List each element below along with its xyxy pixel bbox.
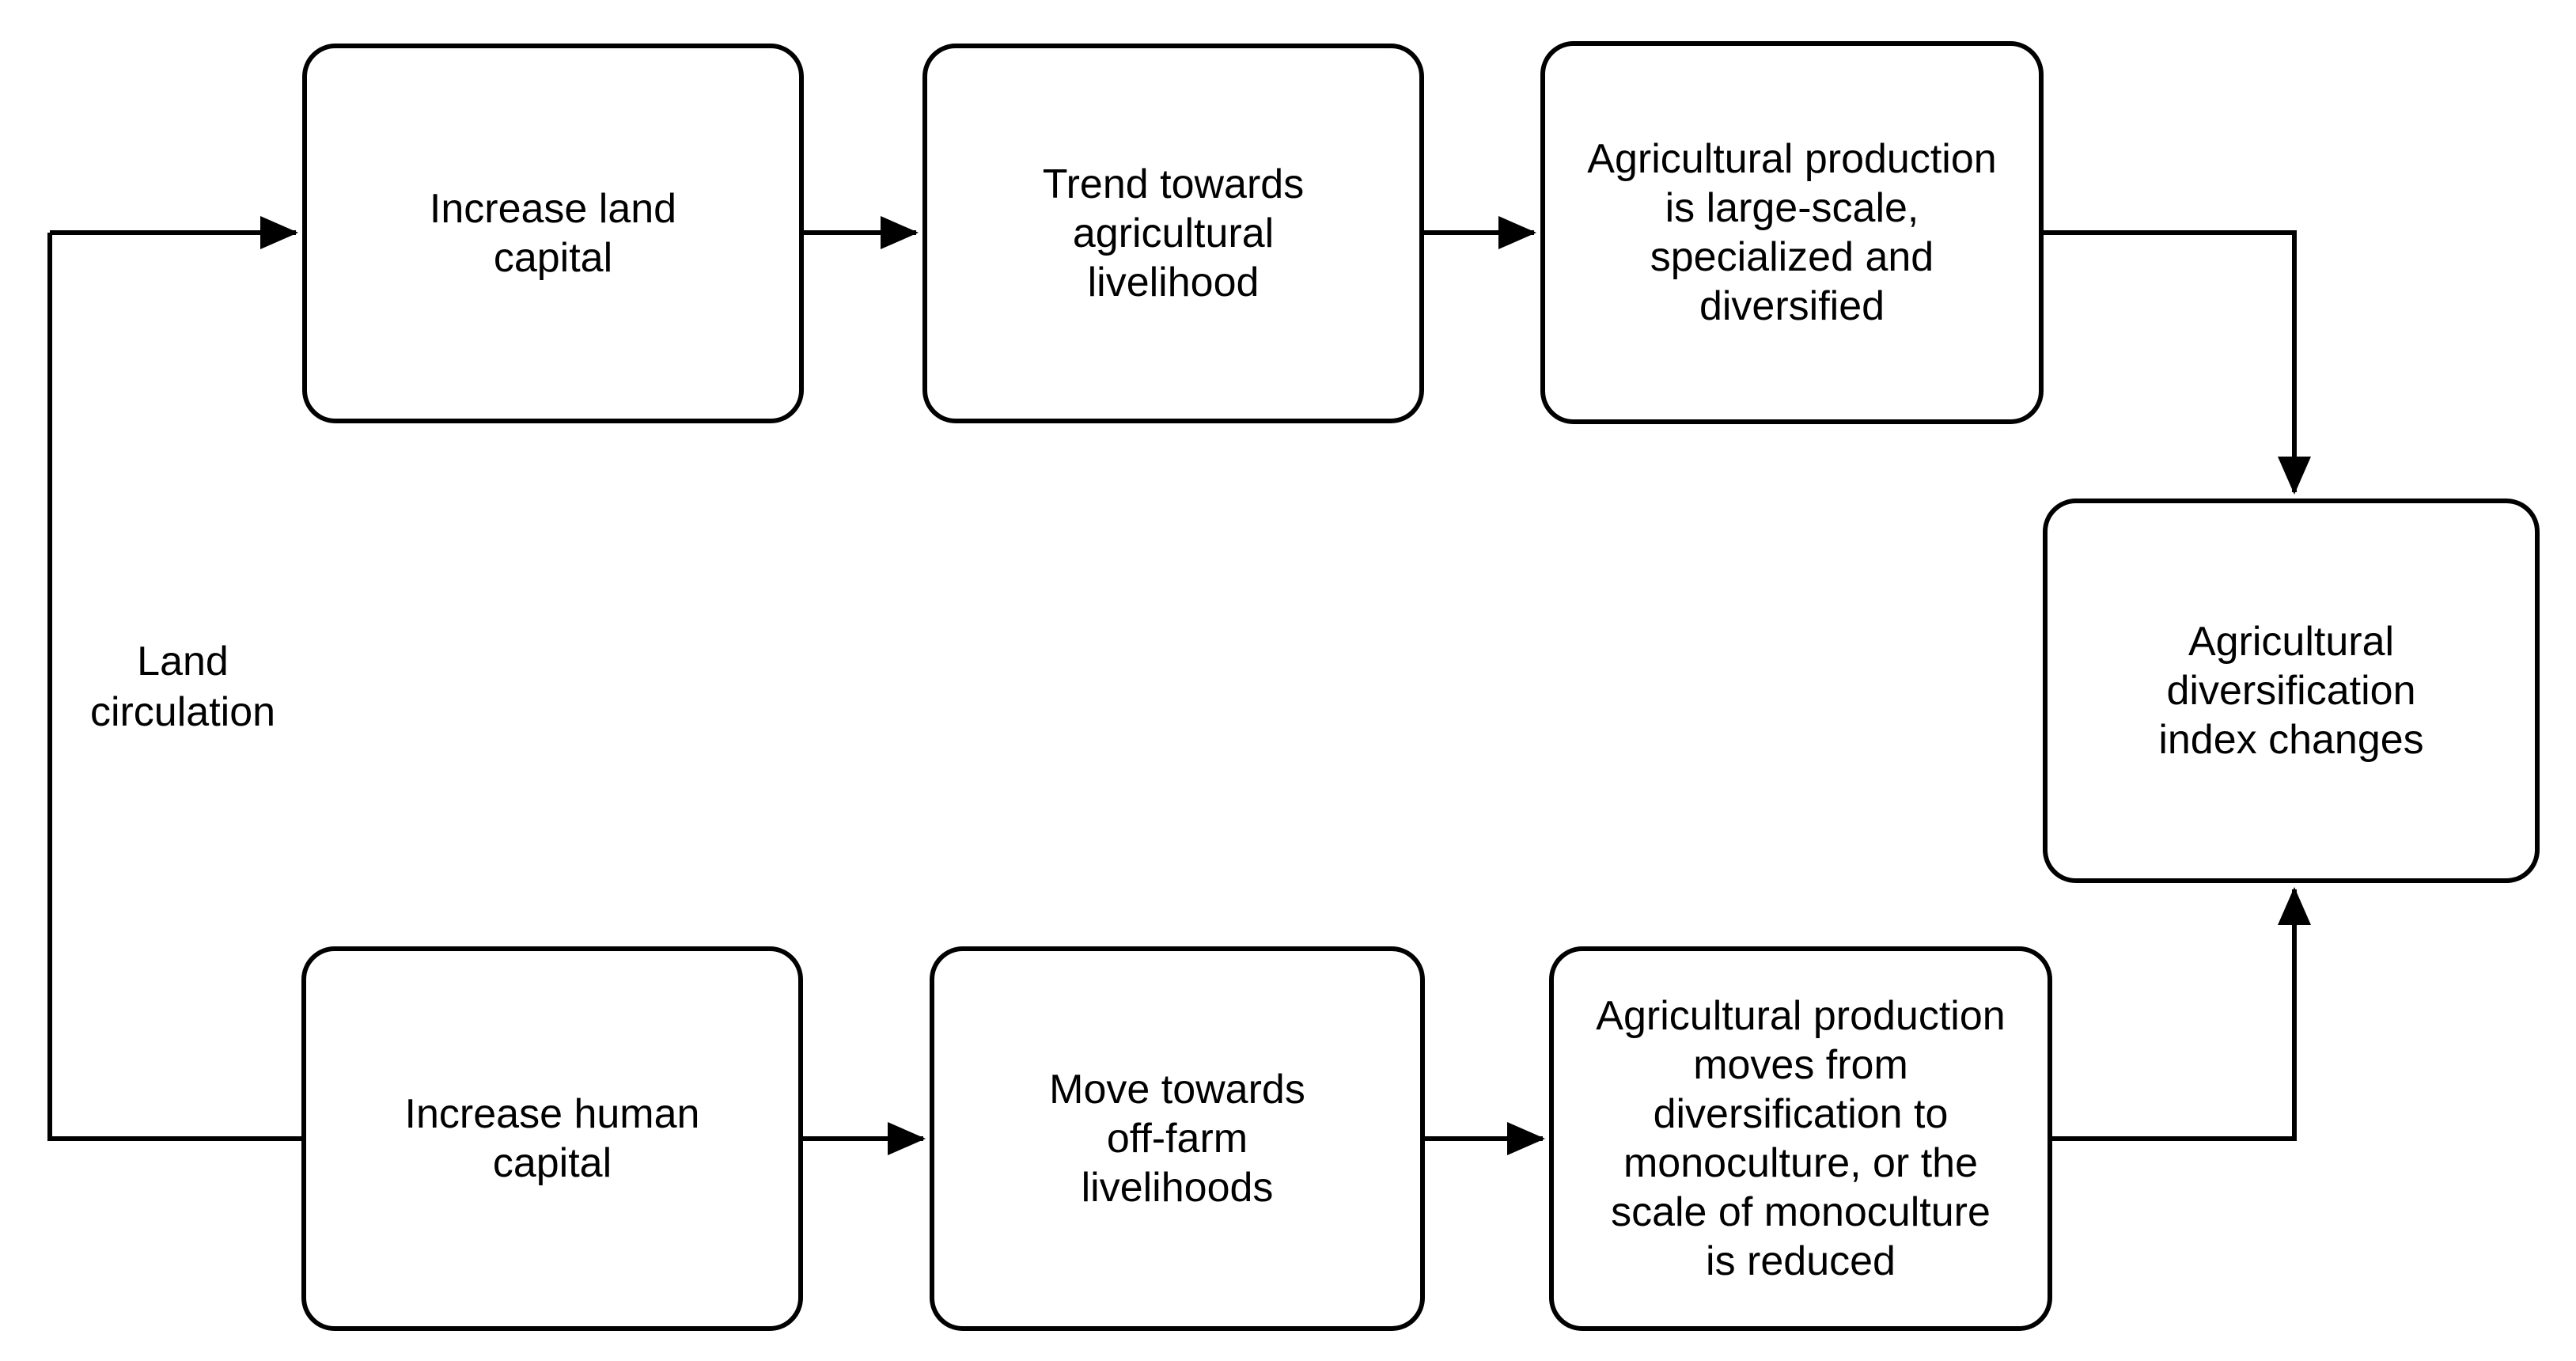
- node-trend-agricultural-livelihood: Trend towards agricultural livelihood: [922, 44, 1424, 423]
- node-production-large-scale-label: Agricultural production is large-scale, …: [1587, 136, 1997, 329]
- node-increase-human-capital: Increase human capital: [301, 946, 803, 1331]
- node-diversification-index-changes: Agricultural diversification index chang…: [2043, 499, 2540, 883]
- node-increase-land-capital: Increase land capital: [302, 44, 804, 423]
- node-diversification-index-changes-label: Agricultural diversification index chang…: [2158, 619, 2424, 763]
- node-production-monoculture: Agricultural production moves from diver…: [1549, 946, 2052, 1331]
- arrow-monoculture-to-index: [2052, 887, 2311, 1141]
- node-move-off-farm-livelihoods: Move towards off-farm livelihoods: [930, 946, 1425, 1331]
- land-circulation-label: Land circulation: [89, 639, 276, 735]
- node-production-large-scale: Agricultural production is large-scale, …: [1540, 41, 2044, 424]
- node-trend-agricultural-livelihood-label: Trend towards agricultural livelihood: [1042, 161, 1305, 305]
- land-circulation-branch-line: [47, 233, 301, 1141]
- node-increase-human-capital-label: Increase human capital: [404, 1091, 700, 1186]
- arrow-production-large-scale-to-index: [2044, 230, 2311, 495]
- node-move-off-farm-livelihoods-label: Move towards off-farm livelihoods: [1049, 1067, 1305, 1211]
- node-production-monoculture-label: Agricultural production moves from diver…: [1596, 993, 2006, 1284]
- node-increase-land-capital-label: Increase land capital: [429, 186, 677, 281]
